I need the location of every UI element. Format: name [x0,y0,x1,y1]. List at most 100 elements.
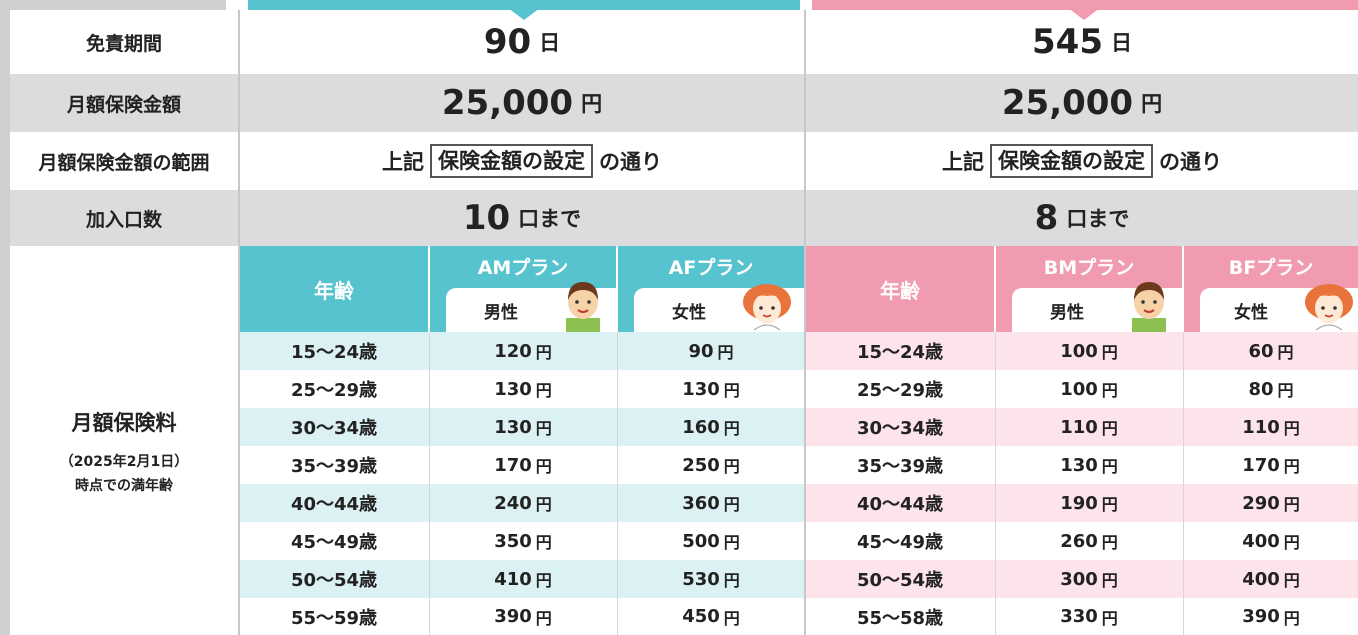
age-cell: 40～44歳 [290,494,378,515]
table-row [240,484,804,522]
monthly-amount-label: 月額保険金額 [66,93,181,116]
am-gender-label: 男性 [484,302,518,323]
age-cell: 25～29歳 [856,380,944,401]
label-column-divider [238,10,240,635]
top-left-border [0,0,226,10]
units-row [10,190,1358,246]
age-cell: 35～39歳 [290,456,378,477]
amount-range-a-suffix: の通り [599,150,662,174]
table-row [806,332,1358,370]
waiting-period-a-unit: 日 [539,31,561,55]
plan-b-pointer-icon [1068,8,1100,20]
monthly-amount-a-unit: 円 [581,92,603,116]
bf-plan-header: BFプラン 女性 [1184,246,1358,332]
am-plan-header: AMプラン 男性 [430,246,616,332]
units-b-unit: 口まで [1066,207,1130,231]
age-cell: 40～44歳 [856,494,944,515]
age-cell: 30～34歳 [856,418,944,439]
age-cell: 45～49歳 [290,532,378,553]
amount-range-a-prefix: 上記 [382,150,424,174]
plan-b-age-header: 年齢 [806,246,994,332]
table-row [240,560,804,598]
amount-range-b: 上記保険金額の設定の通り [806,132,1358,190]
af-plan-header: AFプラン 女性 [618,246,804,332]
column-divider [1183,332,1184,635]
bm-gender-label: 男性 [1050,302,1084,323]
bm-plan-header: BMプラン 男性 [996,246,1182,332]
table-row [806,560,1358,598]
man-avatar-icon [566,282,600,332]
column-divider [429,332,430,635]
units-a: 10 口まで [240,190,804,246]
af-gender-label: 女性 [672,302,706,323]
premium-label: 月額保険料 [71,410,177,435]
table-row [240,408,804,446]
age-cell: 15～24歳 [856,342,944,363]
age-cell: 50～54歳 [856,570,944,591]
bm-plan-title: BMプラン [1043,256,1135,279]
table-row [806,484,1358,522]
table-row [806,408,1358,446]
amount-range-label: 月額保険金額の範囲 [38,151,210,174]
age-cell: 35～39歳 [856,456,944,477]
monthly-amount-b-unit: 円 [1141,92,1163,116]
amount-settings-link-b[interactable]: 保険金額の設定 [990,144,1153,178]
plan-a-pointer-icon [508,8,540,20]
bf-gender-label: 女性 [1234,302,1268,323]
amount-range-b-prefix: 上記 [942,150,984,174]
amount-range-a: 上記保険金額の設定の通り [240,132,804,190]
af-plan-title: AFプラン [668,256,754,279]
column-divider [995,332,996,635]
amount-range-b-suffix: の通り [1159,150,1222,174]
age-cell: 55～58歳 [856,607,944,629]
units-a-value: 10 [462,198,511,238]
am-plan-title: AMプラン [477,256,569,279]
table-row [240,332,804,370]
age-cell: 45～49歳 [856,532,944,553]
units-a-unit: 口まで [518,207,582,231]
age-cell: 30～34歳 [290,418,378,439]
waiting-period-b-value: 545 [1032,22,1103,62]
premium-note-age: 時点での満年齢 [75,477,173,494]
age-cell: 25～29歳 [290,380,378,401]
plan-a-top-strip [248,0,800,10]
premium-note-date: （2025年2月1日） [59,453,189,470]
man-avatar-icon [1132,282,1166,332]
monthly-amount-row [10,74,1358,132]
age-cell: 15～24歳 [290,342,378,363]
amount-settings-link-a[interactable]: 保険金額の設定 [430,144,593,178]
units-label: 加入口数 [85,208,162,231]
woman-avatar-icon [743,284,791,330]
woman-avatar-icon [1305,284,1353,330]
waiting-period-label: 免責期間 [85,32,162,55]
units-b-value: 8 [1034,198,1059,238]
